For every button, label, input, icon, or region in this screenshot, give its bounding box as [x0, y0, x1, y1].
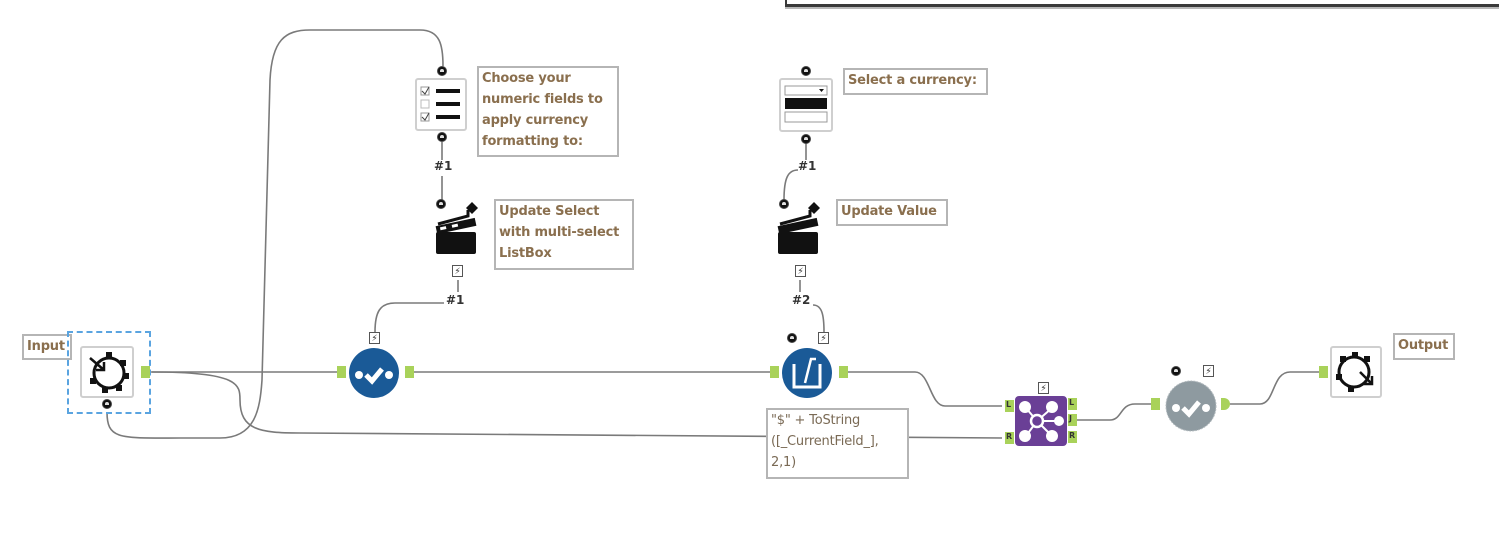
- action-icon[interactable]: [772, 196, 828, 258]
- listbox-connection-label: #1: [434, 159, 453, 173]
- join-bolt-anchor[interactable]: ⚡: [1038, 382, 1049, 394]
- join-left-output-anchor[interactable]: L: [1068, 398, 1077, 410]
- formula-question-anchor[interactable]: [787, 333, 797, 343]
- disabled-select-question-anchor[interactable]: [1171, 366, 1181, 376]
- formula-icon[interactable]: [781, 347, 833, 399]
- connection-join-to-disabled: [1076, 403, 1154, 421]
- connection-input-to-join-right: [151, 371, 1003, 439]
- input-output-anchor[interactable]: [141, 366, 150, 378]
- select-check-icon[interactable]: [348, 347, 400, 399]
- join-right-output-anchor[interactable]: R: [1068, 431, 1077, 443]
- input-label: Input: [22, 334, 72, 360]
- action2-bolt-anchor[interactable]: ⚡: [795, 265, 806, 277]
- overlay-panel-edge: [785, 0, 1499, 7]
- connection-disabled-to-output: [1230, 371, 1322, 405]
- output-label: Output: [1393, 333, 1455, 360]
- drop-down-tool[interactable]: [779, 78, 833, 132]
- action-icon[interactable]: [430, 196, 486, 258]
- connection-input-question-to-listbox: [106, 29, 444, 439]
- list-box-icon: [420, 86, 460, 122]
- dropdown-connection-label: #1: [798, 159, 817, 173]
- disabled-select-bolt-anchor[interactable]: ⚡: [1203, 365, 1214, 377]
- connection-formula-to-join: [848, 371, 1002, 407]
- dropdown-question-in-anchor[interactable]: [801, 66, 811, 76]
- connections: [106, 29, 1322, 439]
- join-join-output-anchor[interactable]: J: [1068, 414, 1077, 426]
- dropdown-question-out-anchor[interactable]: [801, 134, 811, 144]
- selection-marquee: [67, 331, 151, 414]
- join-right-input-anchor[interactable]: R: [1005, 432, 1014, 444]
- listbox-comment: Choose your numeric fields to apply curr…: [477, 66, 619, 157]
- disabled-select-output-anchor[interactable]: [1221, 398, 1230, 410]
- drop-down-icon: [784, 85, 828, 123]
- output-input-anchor[interactable]: [1319, 366, 1328, 378]
- listbox-question-in-anchor[interactable]: [437, 66, 447, 76]
- formula-bolt-anchor[interactable]: ⚡: [818, 332, 829, 344]
- select-check-icon[interactable]: [1165, 380, 1217, 432]
- disabled-select-input-anchor[interactable]: [1151, 398, 1160, 410]
- formula-output-anchor[interactable]: [839, 366, 848, 378]
- macro-input-tool[interactable]: [80, 346, 134, 398]
- listbox-question-out-anchor[interactable]: [437, 132, 447, 142]
- formula-expression-comment: "$" + ToString ([_CurrentField_], 2,1): [766, 408, 909, 479]
- formula-input-anchor[interactable]: [770, 366, 779, 378]
- select-bolt-anchor[interactable]: ⚡: [369, 332, 380, 344]
- action2-question-anchor[interactable]: [779, 199, 789, 209]
- action1-bolt-anchor[interactable]: ⚡: [452, 265, 463, 277]
- macro-output-tool[interactable]: [1330, 346, 1382, 398]
- connection-action2-to-formula: [799, 280, 825, 333]
- join-left-input-anchor[interactable]: L: [1005, 400, 1014, 412]
- connection-action-to-select: [374, 280, 459, 333]
- select-input-anchor[interactable]: [337, 366, 346, 378]
- list-box-tool[interactable]: [415, 78, 467, 131]
- dropdown-comment: Select a currency:: [843, 68, 988, 95]
- action1-question-anchor[interactable]: [436, 199, 446, 209]
- action1-connection-label: #1: [446, 293, 465, 307]
- join-icon[interactable]: [1015, 396, 1067, 448]
- action2-comment: Update Value: [836, 199, 948, 226]
- macro-input-icon: [89, 352, 129, 393]
- input-question-anchor[interactable]: [102, 399, 112, 409]
- action1-comment: Update Select with multi-select ListBox: [494, 199, 634, 270]
- action2-connection-label: #2: [792, 293, 811, 307]
- macro-output-icon: [1336, 352, 1374, 392]
- select-output-anchor[interactable]: [405, 366, 414, 378]
